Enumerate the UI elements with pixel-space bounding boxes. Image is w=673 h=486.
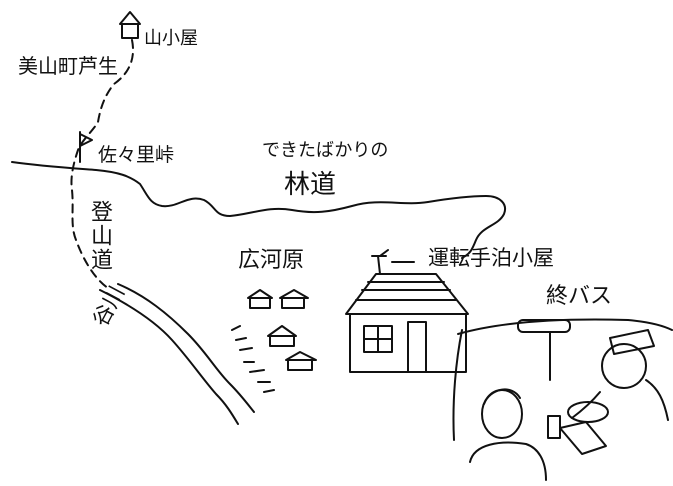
mountain-hut-label: 山小屋 [144, 28, 198, 49]
riverbank-label: 広河原 [238, 248, 305, 273]
mountain-hut-icon [119, 11, 141, 39]
forest-road-caption: できたばかりの [262, 140, 389, 161]
person-icon [469, 388, 547, 481]
trail-path [70, 39, 134, 289]
pass-label: 佐々里峠 [98, 144, 175, 166]
village-label: 美山町芦生 [18, 54, 118, 78]
flag-icon [79, 131, 93, 163]
last-bus-label: 終バス [546, 284, 613, 309]
forest-road-label: 林道 [284, 170, 337, 200]
person-icon [567, 329, 669, 423]
forest-road-path [11, 161, 506, 259]
driver-hut-label: 運転手泊小屋 [428, 246, 554, 270]
driver-hut-icon [345, 249, 469, 373]
trail-label: 登山道 [87, 200, 112, 272]
house-icon [231, 289, 317, 393]
bus-icon [452, 318, 673, 455]
stream-banks [99, 283, 255, 425]
